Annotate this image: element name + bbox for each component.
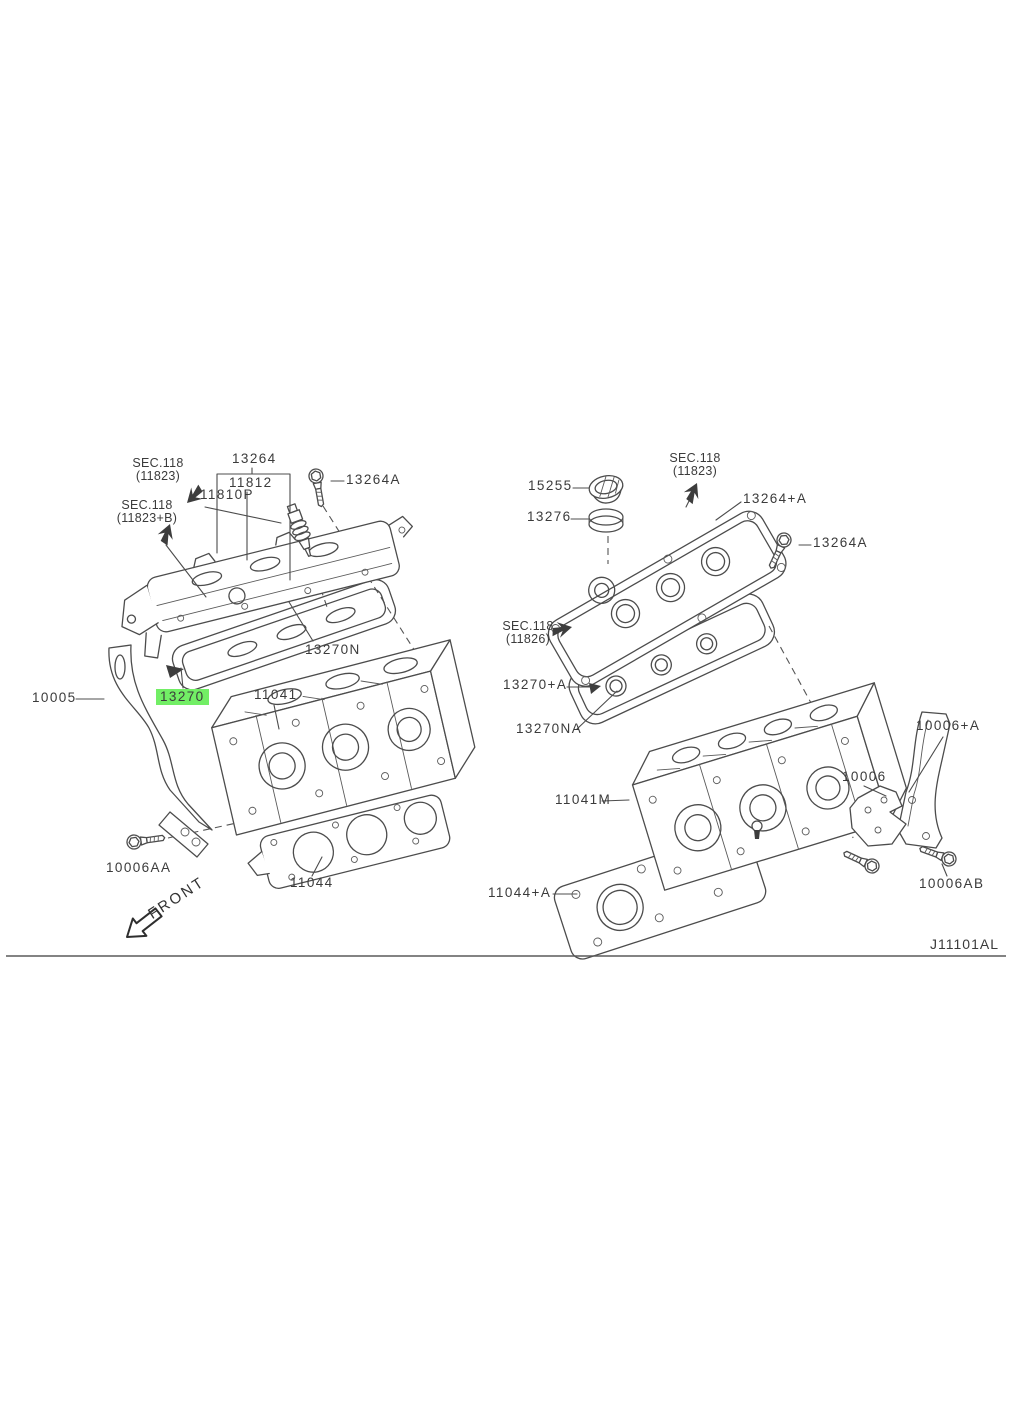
right-cylinder-head-drawing (631, 682, 908, 891)
filler-cap-ring-drawing (588, 508, 624, 533)
left-sec118-ref-b-label: SEC.118 (11823+B) (110, 498, 184, 526)
part-label-11044pA: 11044+A (488, 885, 552, 900)
part-label-13264A-right: 13264A (813, 535, 868, 550)
bolt-13264A-left (307, 467, 329, 509)
front-direction-arrow (126, 907, 163, 938)
left-rocker-cover-drawing (121, 515, 413, 659)
head-stud-drawing (751, 820, 763, 839)
gasket-end-marker-left (166, 665, 184, 678)
part-label-13270NA: 13270NA (516, 721, 583, 736)
part-label-11044: 11044 (290, 875, 334, 890)
diagram-code: J11101AL (930, 936, 999, 952)
part-label-11041M: 11041M (555, 792, 612, 807)
bolt-10006AA (125, 830, 167, 851)
part-label-11810P: 11810P (200, 487, 254, 502)
part-label-10006: 10006 (842, 769, 887, 784)
part-label-13264pA: 13264+A (743, 491, 808, 506)
part-label-13264: 13264 (232, 451, 277, 466)
left-sec118-ref-a-label: SEC.118 (11823) (127, 456, 189, 484)
part-label-10005: 10005 (32, 690, 77, 705)
part-label-11041: 11041 (254, 687, 298, 702)
sec-ref-line1: SEC.118 (121, 498, 173, 512)
part-label-10006AA: 10006AA (106, 860, 172, 875)
left-mount-bracket-drawing (108, 644, 213, 858)
part-label-13270pA: 13270+A (503, 677, 568, 692)
part-label-15255: 15255 (528, 478, 573, 493)
part-label-10006pA: 10006+A (916, 718, 981, 733)
part-label-13270-wrapper: 13270 (156, 689, 209, 706)
sec-ref-line1: SEC.118 (669, 451, 721, 465)
part-label-10006AB: 10006AB (919, 876, 985, 891)
sec-ref-line1: SEC.118 (132, 456, 184, 470)
part-label-13270N: 13270N (305, 642, 361, 657)
sec-ref-line1: SEC.118 (502, 619, 554, 633)
part-label-13276: 13276 (527, 509, 572, 524)
right-sec118-ref-a-label: SEC.118 (11823) (664, 451, 726, 479)
right-rocker-cover-drawing (547, 510, 787, 687)
sec-ref-line2: (11826) (505, 632, 551, 647)
right-mount-bracket-small-drawing (849, 785, 907, 847)
leader-lines (75, 467, 948, 895)
sec-ref-line2: (11823) (672, 464, 718, 479)
left-cylinder-head-drawing (211, 639, 476, 836)
part-label-13264A-left: 13264A (346, 472, 401, 487)
sec118-arrow-right-a (680, 479, 705, 506)
sec-ref-line2: (11823+B) (116, 511, 178, 526)
bolt-bracket-lower (840, 845, 882, 876)
highlighted-part-label: 13270 (156, 689, 209, 706)
left-head-gasket-drawing (247, 794, 451, 889)
spark-plug-drawing (286, 503, 312, 557)
oil-filler-cap-drawing (588, 475, 624, 504)
left-rocker-cover-gasket-drawing (171, 578, 397, 691)
sec-ref-line2: (11823) (135, 469, 181, 484)
part-label-11812: 11812 (229, 475, 273, 490)
right-sec118-ref-b-label: SEC.118 (11826) (496, 619, 560, 647)
gasket-end-marker-right (589, 683, 601, 694)
